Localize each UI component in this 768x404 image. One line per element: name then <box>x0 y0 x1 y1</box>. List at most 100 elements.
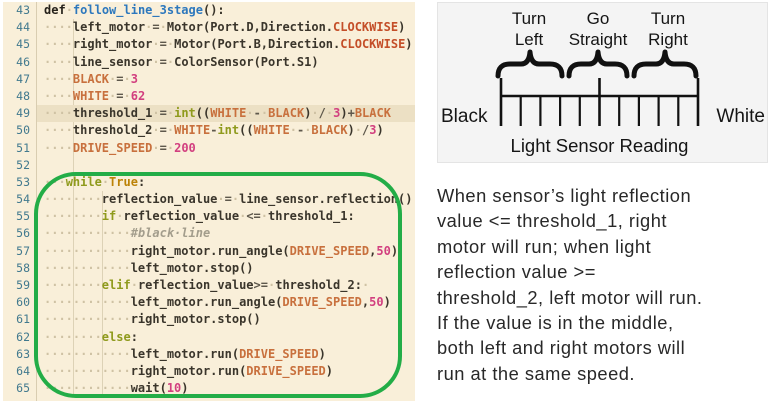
code-token: : <box>347 209 355 224</box>
code-token: ········ <box>44 329 102 344</box>
code-token: · <box>260 209 268 224</box>
code-line[interactable]: ····left_motor·=·Motor(Port.D,Direction.… <box>37 19 415 36</box>
line-number: 55 <box>16 209 30 224</box>
code-token: left_motor.run( <box>130 346 240 361</box>
code-token: · <box>239 209 247 224</box>
code-token: · <box>166 106 175 121</box>
code-line[interactable]: ········elif·reflection_value>=·threshol… <box>37 277 415 294</box>
code-token: - <box>296 123 305 138</box>
code-token: · <box>260 106 269 121</box>
code-token: · <box>152 37 160 52</box>
code-line[interactable] <box>37 157 415 174</box>
code-line[interactable]: ···while·True: <box>37 174 415 191</box>
code-token: ···· <box>44 88 73 103</box>
code-line[interactable]: ····BLACK·=·3 <box>37 71 415 88</box>
code-token: ············ <box>44 312 131 327</box>
code-token: 50 <box>376 243 391 258</box>
code-token: BLACK <box>354 106 391 121</box>
code-token: ········ <box>44 278 102 292</box>
code-token: <= <box>246 209 261 224</box>
code-line[interactable]: ····threshold_2·=·WHITE-int((WHITE·-·BLA… <box>37 122 415 139</box>
code-token: reflection_value <box>123 209 240 224</box>
brace-icon <box>631 49 699 79</box>
code-line[interactable]: ········if·reflection_value·<=·threshold… <box>37 208 415 225</box>
code-token: >= <box>253 278 268 292</box>
code-token: = <box>159 37 167 52</box>
code-token: threshold_1 <box>268 209 348 224</box>
code-token: ) <box>318 346 326 361</box>
code-token: int <box>174 106 196 121</box>
code-line[interactable]: ············left_motor.run_angle(DRIVE_S… <box>37 294 415 311</box>
code-token: · <box>231 192 240 207</box>
brace-icon <box>566 49 630 79</box>
code-token: ············ <box>44 363 131 378</box>
line-number: 65 <box>16 381 30 396</box>
code-token: ···· <box>44 54 73 69</box>
code-token: · <box>152 140 160 155</box>
code-line[interactable]: ········else: <box>37 329 415 346</box>
code-line[interactable]: ············left_motor.run(DRIVE_SPEED) <box>37 346 415 363</box>
code-token: · <box>246 106 254 121</box>
code-line[interactable]: ····line_sensor·=·ColorSensor(Port.S1) <box>37 54 415 71</box>
code-token: · <box>267 278 276 292</box>
code-token: 3 <box>369 123 377 138</box>
code-token: : <box>137 174 146 189</box>
code-token: ) <box>347 123 355 138</box>
code-token: (( <box>239 123 254 138</box>
code-line[interactable]: ····right_motor·=·Motor(Port.B,Direction… <box>37 36 415 53</box>
code-line[interactable]: ········reflection_value·=·line_sensor.r… <box>37 191 415 208</box>
code-line[interactable]: ············right_motor.run_angle(DRIVE_… <box>37 243 415 260</box>
line-number: 59 <box>16 278 30 292</box>
indent-guide <box>72 19 74 398</box>
code-token: 50 <box>369 295 384 310</box>
code-line[interactable]: ····DRIVE_SPEED·=·200 <box>37 140 415 157</box>
code-token: (( <box>195 106 211 121</box>
code-token: WHITE <box>174 123 211 138</box>
code-token: ···· <box>44 106 73 121</box>
code-token: if <box>101 209 117 224</box>
brace-label-turn-left: Turn Left <box>511 9 547 49</box>
code-token: ············ <box>44 243 131 258</box>
code-line[interactable]: ············wait(10) <box>37 380 415 397</box>
code-token: ) <box>181 381 189 396</box>
code-token: , <box>361 295 370 310</box>
code-token: 3 <box>130 71 138 86</box>
code-token: ············ <box>44 260 131 275</box>
code-token: ) <box>340 106 348 121</box>
code-line[interactable]: ····threshold_1·=·int((WHITE·-·BLACK)·/·… <box>37 105 415 123</box>
code-token: : <box>130 329 138 344</box>
code-token: 3 <box>333 106 341 121</box>
code-line[interactable]: def·follow_line_3stage(): <box>37 2 415 19</box>
code-token: (): <box>202 3 225 17</box>
line-number: 47 <box>16 71 30 86</box>
code-token: DRIVE_SPEED <box>239 346 319 361</box>
code-token: elif <box>101 278 131 292</box>
code-token: DRIVE_SPEED <box>289 243 370 258</box>
brace-label-turn-right: Turn Right <box>648 9 688 49</box>
code-line[interactable]: ············#black·line <box>37 225 415 242</box>
line-number: 54 <box>16 192 30 207</box>
code-token: / <box>362 123 370 138</box>
code-token: ········ <box>44 209 102 224</box>
code-token: right_motor.run_angle( <box>130 243 290 258</box>
code-token: #black·line <box>130 226 211 241</box>
code-token: Motor(Port.D,Direction. <box>166 20 334 35</box>
code-token: · <box>123 88 131 103</box>
code-line[interactable]: ············right_motor.stop() <box>37 311 415 328</box>
code-token: ············ <box>44 346 131 361</box>
code-token: ············ <box>44 381 131 396</box>
code-token: ··· <box>44 174 66 189</box>
code-token: threshold_1 <box>72 106 153 121</box>
code-token: · <box>166 37 175 52</box>
code-token: = <box>159 123 167 138</box>
code-line[interactable]: ············right_motor.run(DRIVE_SPEED) <box>37 363 415 380</box>
code-area[interactable]: def·follow_line_3stage():····left_motor·… <box>37 2 415 397</box>
code-token: · <box>325 106 334 121</box>
code-token: = <box>159 140 167 155</box>
code-line[interactable]: ····WHITE·=·62 <box>37 88 415 105</box>
code-token: = <box>116 71 124 86</box>
code-token: left_motor.stop() <box>130 260 254 275</box>
code-token: · <box>152 54 160 69</box>
code-line[interactable]: ············left_motor.stop() <box>37 260 415 277</box>
